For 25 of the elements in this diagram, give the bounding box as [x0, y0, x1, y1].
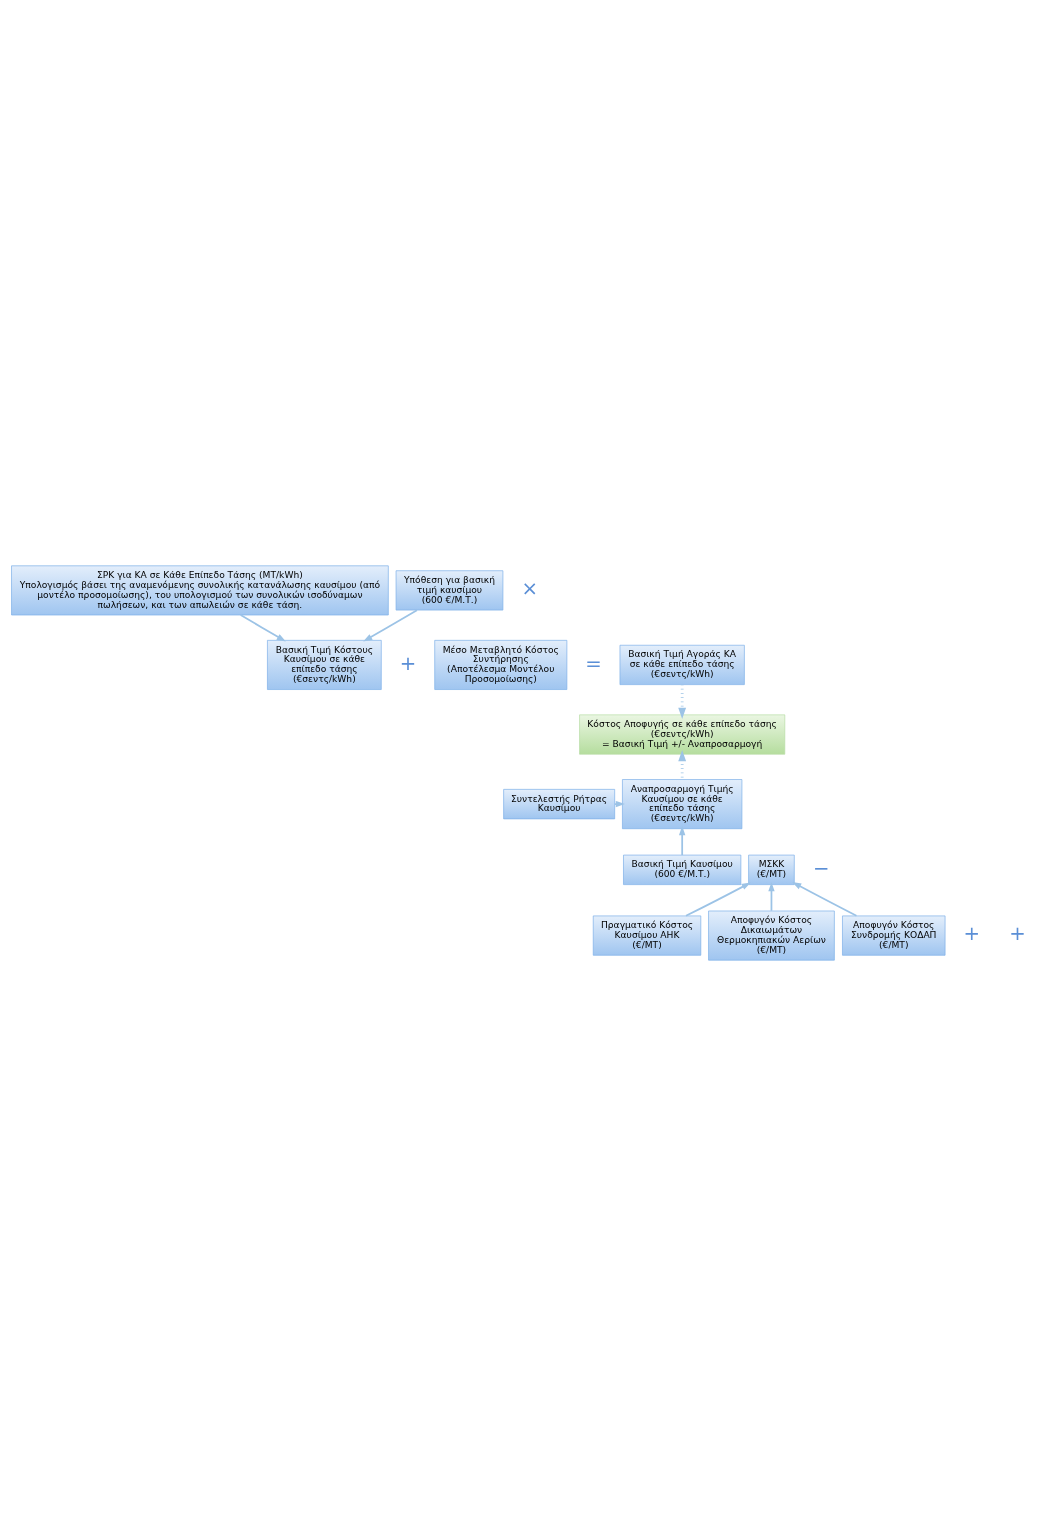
arrow	[768, 882, 775, 912]
arrow	[685, 882, 751, 917]
label: +	[1009, 922, 1026, 946]
arrow	[363, 609, 418, 642]
label: −	[813, 856, 830, 880]
node-box: Πραγματικό Κόστος Καυσίμου ΑΗΚ (€/ΜΤ)	[592, 915, 702, 956]
arrow	[792, 882, 858, 917]
node-box: Κόστος Αποφυγής σε κάθε επίπεδο τάσης (€σεντς/kWh) = Βασική Τιμή +/- Αναπροσαρμογή	[579, 714, 786, 755]
node-box: Βασική Τιμή Καυσίμου (600 €/Μ.Τ.)	[623, 854, 742, 885]
node-box: Αποφυγόν Κόστος Συνδρομής ΚΟΔΑΠ (€/ΜΤ)	[842, 915, 946, 956]
node-box: Αναπροσαρμογή Τιμής Καυσίμου σε κάθε επίπεδο τάσης (€σεντς/kWh)	[622, 779, 743, 830]
node-box: Βασική Τιμή Αγοράς ΚΑ σε κάθε επίπεδο τάσης (€σεντς/kWh)	[619, 644, 745, 685]
node-box: ΣΡΚ για ΚΑ σε Κάθε Επίπεδο Τάσης (ΜΤ/kWh) Υπολογισμός βάσει της αναμενόμενης συνολικής κατανάλωσης καυσίμου (από μοντέλο προσομοίωσης), του υπολογισμού των συνολικών ισοδύναμων πωλήσεων, και των απωλειών σε κάθε τάση.	[11, 565, 389, 616]
label: +	[399, 651, 417, 675]
label: ×	[521, 577, 538, 601]
arrow	[678, 826, 686, 856]
node-box: Βασική Τιμή Κόστους Καυσίμου σε κάθε επίπεδο τάσης (€σεντς/kWh)	[267, 640, 382, 690]
label: =	[585, 651, 602, 675]
arrow	[239, 614, 286, 642]
node-box: Υπόθεση για βασική τιμή καυσίμου (600 €/Μ.Τ.)	[395, 570, 504, 611]
node-box: Μέσο Μεταβλητό Κόστος Συντήρησης (Αποτέλεσμα Μοντέλου Προσομοίωσης)	[434, 640, 568, 690]
arrow	[678, 750, 687, 780]
node-box: ΜΣΚΚ (€/ΜΤ)	[748, 854, 795, 885]
label: +	[963, 922, 981, 946]
node-box: Αποφυγόν Κόστος Δικαιωμάτων Θερμοκηπιακών Αερίων (€/ΜΤ)	[708, 910, 835, 961]
